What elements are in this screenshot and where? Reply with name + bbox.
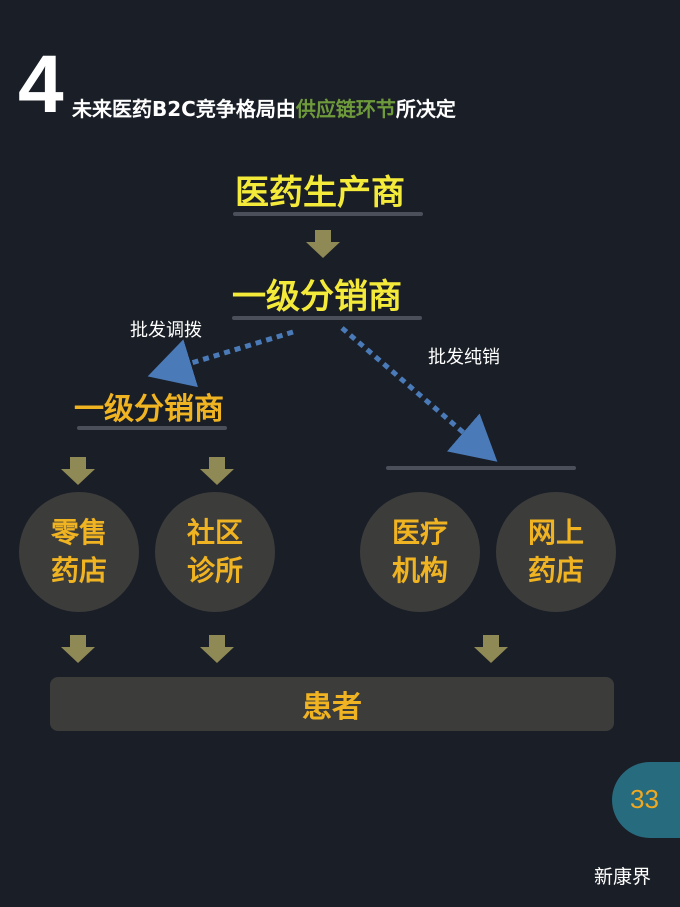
underline-level1-top bbox=[232, 316, 422, 320]
online-pharmacy-label: 网上药店 bbox=[527, 516, 584, 587]
label-wholesale-pure: 批发纯销 bbox=[428, 347, 500, 368]
down-arrow-clinic-patient bbox=[200, 635, 234, 663]
dashed-arrow-right bbox=[340, 326, 498, 462]
page-number-badge: 33 bbox=[612, 762, 680, 838]
node-online-pharmacy: 网上药店 bbox=[496, 492, 616, 612]
brand-name: 新康界 bbox=[594, 866, 652, 888]
label-wholesale-transfer: 批发调拨 bbox=[130, 320, 202, 341]
underline-right-branch bbox=[386, 466, 576, 470]
node-retail-pharmacy: 零售药店 bbox=[19, 492, 139, 612]
retail-pharmacy-label: 零售药店 bbox=[50, 516, 107, 587]
underline-level1-left bbox=[77, 426, 227, 430]
slide-title: 未来医药B2C竞争格局由供应链环节所决定 bbox=[72, 93, 456, 122]
medical-institution-label: 医疗机构 bbox=[391, 516, 448, 587]
node-community-clinic: 社区诊所 bbox=[155, 492, 275, 612]
title-prefix: 未来医药B2C竞争格局由 bbox=[72, 97, 296, 121]
patient-label: 患者 bbox=[302, 690, 362, 725]
down-arrow-institution-patient bbox=[474, 635, 508, 663]
community-clinic-label: 社区诊所 bbox=[186, 516, 243, 587]
node-manufacturer: 医药生产商 bbox=[235, 173, 405, 213]
title-suffix: 所决定 bbox=[395, 97, 456, 121]
down-arrow-retail-patient bbox=[61, 635, 95, 663]
node-medical-institution: 医疗机构 bbox=[360, 492, 480, 612]
down-arrow-clinic bbox=[200, 457, 234, 485]
underline-manufacturer bbox=[233, 212, 423, 216]
node-level1-left: 一级分销商 bbox=[74, 392, 224, 427]
down-arrow-manufacturer bbox=[306, 230, 340, 258]
dashed-arrow-left bbox=[147, 329, 294, 388]
node-patient: 患者 bbox=[50, 677, 614, 731]
node-level1-top: 一级分销商 bbox=[232, 277, 402, 317]
section-number: 4 bbox=[18, 39, 64, 130]
page-number: 33 bbox=[630, 784, 659, 814]
title-highlight: 供应链环节 bbox=[295, 97, 396, 121]
down-arrow-retail bbox=[61, 457, 95, 485]
